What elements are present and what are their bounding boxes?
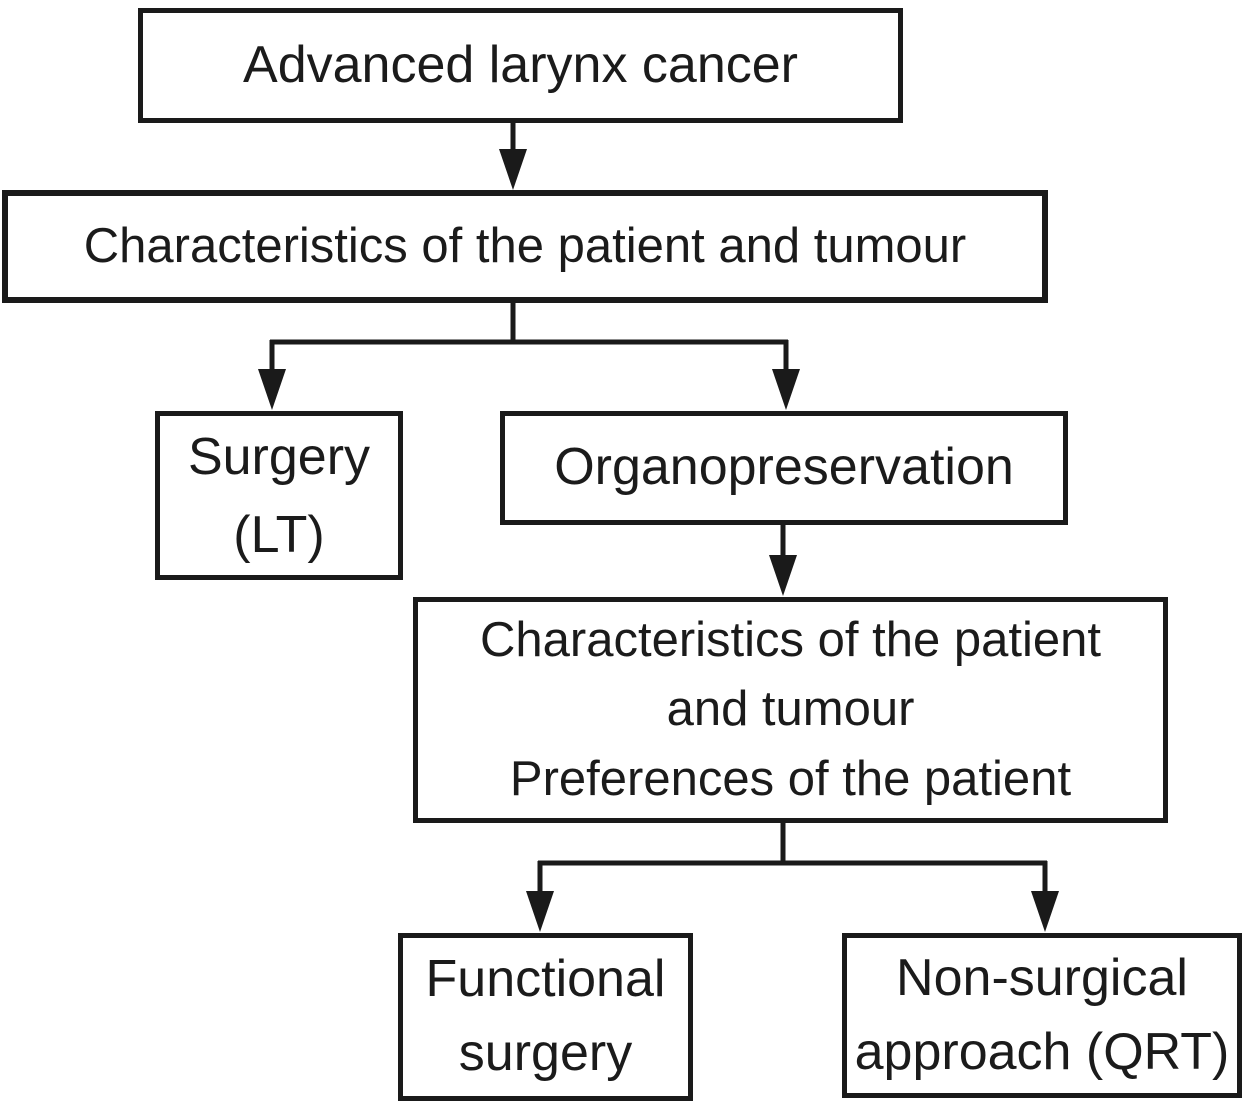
arrow-advanced-to-characteristics	[499, 121, 527, 190]
node-characteristics-patient-tumour: Characteristics of the patient and tumou…	[2, 190, 1048, 303]
arrowhead-down-icon	[769, 555, 797, 596]
arrow-to-non-surgical	[1031, 861, 1059, 932]
arrow-to-organopreservation	[772, 340, 800, 410]
arrowhead-down-icon	[526, 891, 554, 932]
arrow-to-surgery-lt	[258, 340, 286, 410]
node-organopreservation: Organopreservation	[500, 411, 1068, 525]
node-surgery-lt: Surgery (LT)	[155, 411, 403, 580]
arrow-to-functional-surgery	[526, 861, 554, 932]
node-label: Advanced larynx cancer	[243, 35, 798, 94]
node-label: Non-surgical approach (QRT)	[854, 948, 1230, 1081]
node-label: Surgery (LT)	[187, 427, 371, 564]
node-characteristics-and-preferences: Characteristics of the patient and tumou…	[413, 597, 1168, 823]
node-label: Functional surgery	[425, 950, 666, 1082]
node-non-surgical-approach: Non-surgical approach (QRT)	[842, 933, 1242, 1098]
branch-preferences	[538, 820, 1047, 866]
node-label: Characteristics of the patient and tumou…	[83, 218, 967, 273]
branch-characteristics	[270, 300, 788, 345]
arrowhead-down-icon	[772, 369, 800, 410]
node-label: Characteristics of the patient and tumou…	[480, 612, 1101, 806]
arrowhead-down-icon	[258, 369, 286, 410]
arrowhead-down-icon	[1031, 891, 1059, 932]
arrowhead-down-icon	[499, 149, 527, 190]
node-advanced-larynx-cancer: Advanced larynx cancer	[138, 8, 903, 123]
node-label: Organopreservation	[554, 438, 1014, 497]
node-functional-surgery: Functional surgery	[398, 933, 693, 1101]
arrow-organo-to-characteristics2	[769, 522, 797, 596]
